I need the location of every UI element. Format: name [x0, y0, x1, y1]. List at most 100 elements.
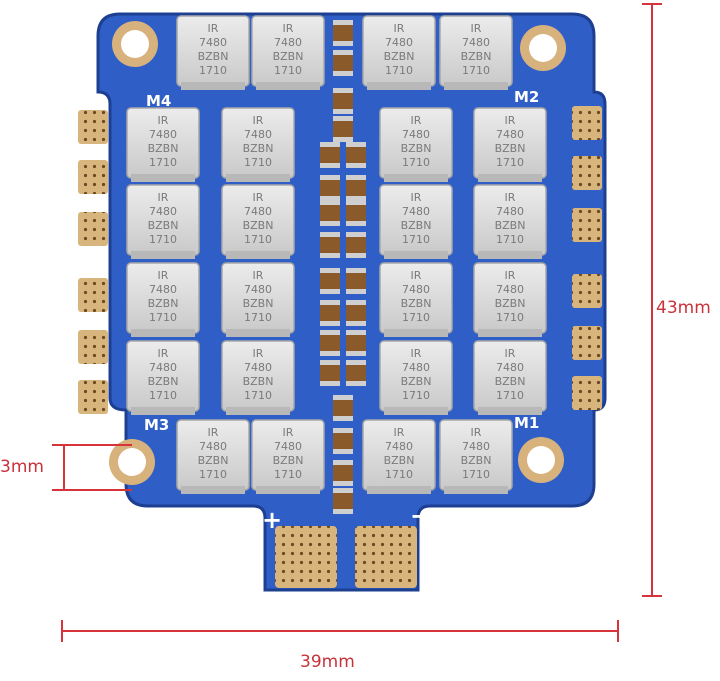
chip-marking: 1710 — [496, 233, 524, 246]
chip-marking: BZBN — [401, 142, 432, 155]
capacitor — [333, 20, 353, 46]
chip-marking: 1710 — [149, 389, 177, 402]
chip-marking: IR — [411, 269, 422, 282]
chip-marking: 7480 — [462, 36, 490, 49]
capacitor — [320, 175, 340, 201]
width-dimension-label: 39mm — [300, 652, 355, 672]
chip-marking: 1710 — [385, 468, 413, 481]
chip-marking: IR — [411, 114, 422, 127]
chip-marking: BZBN — [243, 219, 274, 232]
chip-marking: BZBN — [148, 219, 179, 232]
chip-marking: IR — [158, 269, 169, 282]
chip-marking: BZBN — [148, 297, 179, 310]
chip-marking: 7480 — [149, 128, 177, 141]
motor-label-m1: M1 — [514, 414, 539, 432]
chip-marking: 7480 — [402, 283, 430, 296]
side-pad-left — [78, 110, 108, 144]
side-pad-left — [78, 330, 108, 364]
chip-marking: BZBN — [401, 219, 432, 232]
chip-marking: IR — [505, 191, 516, 204]
side-pad-left — [78, 380, 108, 414]
chip-marking: 1710 — [274, 64, 302, 77]
chip-marking: 7480 — [149, 361, 177, 374]
chip-marking: 7480 — [402, 205, 430, 218]
chip-marking: 1710 — [244, 389, 272, 402]
chip-marking: 7480 — [149, 283, 177, 296]
chip-marking: 7480 — [496, 361, 524, 374]
chip-marking: BZBN — [148, 375, 179, 388]
side-pad-right — [572, 326, 602, 360]
capacitor — [333, 428, 353, 454]
chip-marking: 7480 — [274, 36, 302, 49]
chip-marking: BZBN — [243, 297, 274, 310]
capacitor — [333, 395, 353, 421]
chip-marking: IR — [253, 191, 264, 204]
motor-label-m2: M2 — [514, 88, 539, 106]
chip-marking: IR — [411, 347, 422, 360]
capacitor — [333, 116, 353, 142]
chip-marking: 1710 — [496, 311, 524, 324]
dimension-hole — [52, 444, 132, 491]
chip-marking: IR — [471, 22, 482, 35]
chip-marking: 1710 — [199, 468, 227, 481]
dimension-width — [61, 620, 619, 642]
chip-marking: 1710 — [402, 233, 430, 246]
chip-marking: BZBN — [495, 375, 526, 388]
mosfet-chips: IR7480BZBN1710IR7480BZBN1710IR7480BZBN17… — [126, 15, 547, 494]
side-pad-right — [572, 106, 602, 140]
chip-marking: 7480 — [462, 440, 490, 453]
chip-marking: 1710 — [199, 64, 227, 77]
chip-marking: 1710 — [149, 233, 177, 246]
chip-marking: IR — [208, 22, 219, 35]
chip-marking: 1710 — [385, 64, 413, 77]
capacitor — [320, 330, 340, 356]
chip-marking: BZBN — [198, 50, 229, 63]
chip-marking: IR — [208, 426, 219, 439]
capacitor — [320, 142, 340, 168]
chip-marking: IR — [411, 191, 422, 204]
chip-marking: 1710 — [496, 389, 524, 402]
chip-marking: IR — [471, 426, 482, 439]
polarity-minus: − — [410, 502, 430, 530]
chip-marking: 1710 — [402, 156, 430, 169]
chip-marking: BZBN — [461, 454, 492, 467]
chip-marking: BZBN — [461, 50, 492, 63]
chip-marking: 1710 — [244, 311, 272, 324]
chip-marking: BZBN — [401, 375, 432, 388]
chip-marking: 7480 — [402, 361, 430, 374]
chip-marking: BZBN — [495, 219, 526, 232]
chip-marking: IR — [505, 347, 516, 360]
chip-marking: IR — [394, 426, 405, 439]
power-pad-minus — [355, 526, 417, 588]
chip-marking: IR — [505, 269, 516, 282]
chip-marking: BZBN — [384, 50, 415, 63]
chip-marking: 1710 — [462, 64, 490, 77]
chip-marking: 1710 — [244, 233, 272, 246]
capacitor — [320, 268, 340, 294]
capacitor — [346, 142, 366, 168]
motor-label-m4: M4 — [146, 92, 171, 110]
chip-marking: 7480 — [402, 128, 430, 141]
chip-marking: 7480 — [496, 205, 524, 218]
chip-marking: BZBN — [384, 454, 415, 467]
chip-marking: 7480 — [199, 36, 227, 49]
chip-marking: BZBN — [148, 142, 179, 155]
chip-marking: IR — [158, 191, 169, 204]
chip-marking: 1710 — [149, 311, 177, 324]
chip-marking: 7480 — [385, 36, 413, 49]
chip-marking: 1710 — [496, 156, 524, 169]
